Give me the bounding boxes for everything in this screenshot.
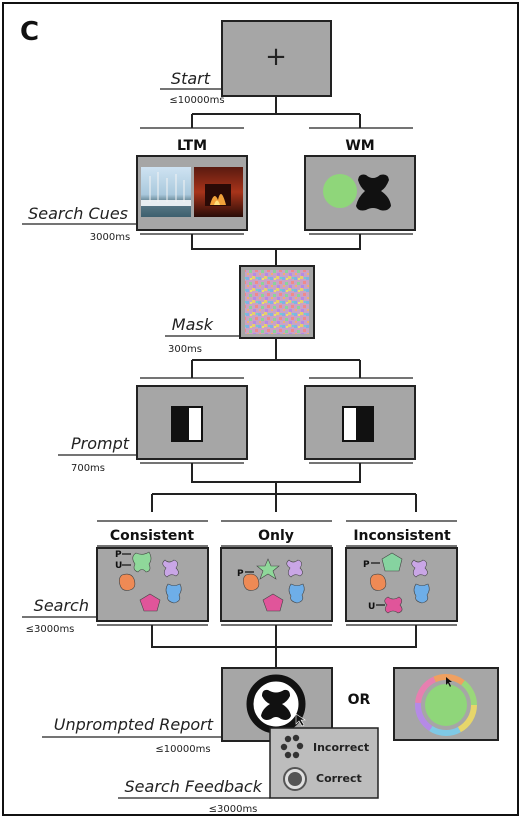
unprompted-marker: U: [115, 561, 122, 571]
shape-report-shape: [261, 689, 291, 720]
wm-shape: [356, 174, 391, 211]
search-connector: [151, 625, 417, 668]
prompt-cue-right: [356, 407, 373, 441]
correct-icon: [283, 767, 307, 791]
fixation-cross: +: [265, 42, 287, 72]
search-cues-time: 3000ms: [90, 232, 130, 243]
noise-mask: [245, 270, 309, 334]
prompted-marker: P: [115, 550, 122, 560]
merge-connector: [191, 234, 361, 266]
search-time: ≤3000ms: [26, 624, 75, 635]
prompt-connector: [151, 463, 417, 512]
prompted-marker: P: [237, 569, 244, 579]
search-label: Search: [34, 596, 89, 615]
search-screen-consistent: P U: [96, 547, 209, 622]
branch-connector: [191, 96, 361, 128]
wm-cue-screen: [304, 155, 416, 231]
mask-label: Mask: [172, 315, 214, 334]
panel-letter: C: [20, 17, 39, 47]
incorrect-icon: [280, 734, 304, 759]
incorrect-label: Incorrect: [313, 741, 369, 754]
start-time: ≤10000ms: [169, 95, 224, 106]
prompt-time: 700ms: [71, 463, 105, 474]
ltm-label: LTM: [177, 138, 207, 154]
prompted-marker: P: [363, 560, 370, 570]
prompt-cue-left: [172, 407, 189, 441]
mouse-cursor-icon: [295, 713, 306, 727]
start-label: Start: [171, 69, 211, 88]
mask-time: 300ms: [168, 344, 202, 355]
search-screen-only: P: [220, 547, 333, 622]
color-cursor-icon: [446, 677, 452, 687]
condition-inconsistent: Inconsistent: [353, 528, 451, 544]
wm-label: WM: [345, 138, 374, 154]
color-wheel-icon: [415, 674, 477, 736]
report-label: Unprompted Report: [54, 715, 214, 734]
condition-only: Only: [258, 528, 294, 544]
search-cues-label: Search Cues: [28, 204, 128, 223]
feedback-label: Search Feedback: [125, 777, 263, 796]
or-label: OR: [348, 692, 371, 708]
report-time: ≤10000ms: [155, 744, 210, 755]
mask-branch: [191, 338, 361, 378]
search-screen-inconsistent: P U: [345, 547, 458, 622]
wm-color-circle: [323, 174, 357, 208]
correct-label: Correct: [316, 772, 362, 785]
unprompted-marker: U: [368, 602, 375, 612]
fireplace-photo: [194, 167, 243, 217]
feedback-time: ≤3000ms: [209, 804, 258, 815]
prompt-label: Prompt: [71, 434, 130, 453]
harbor-photo: [141, 167, 191, 217]
condition-consistent: Consistent: [110, 528, 194, 544]
